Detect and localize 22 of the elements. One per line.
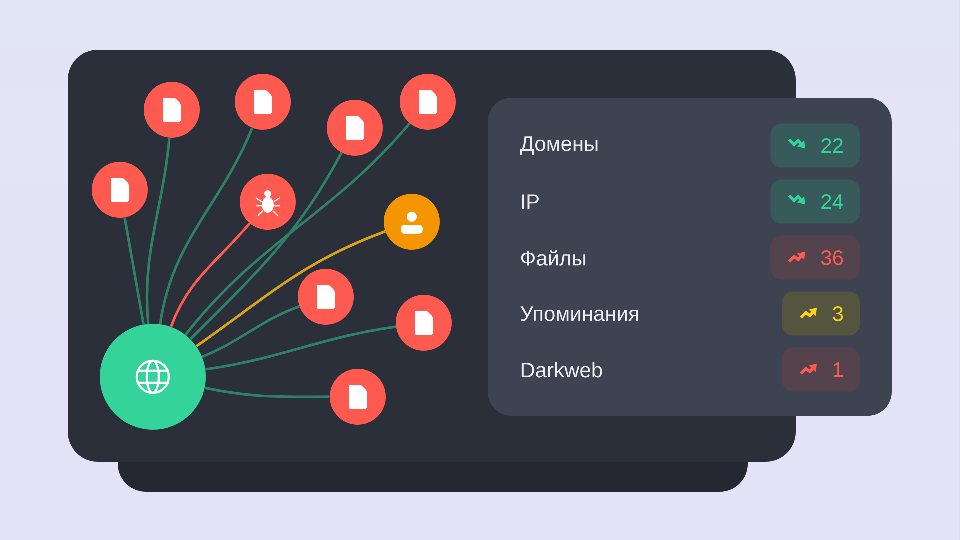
row-label: Файлы: [521, 250, 586, 266]
row-label: Упоминания: [520, 306, 638, 322]
connector-line: [205, 326, 396, 371]
connector-line: [146, 138, 171, 324]
row-label: Darkweb: [522, 362, 602, 378]
bug-node: [240, 174, 296, 230]
connector-line: [196, 230, 386, 348]
trend-badge: 24: [770, 180, 860, 224]
row-label: Домены: [520, 136, 598, 156]
connector-line: [204, 386, 330, 398]
trend-badge: 1: [782, 348, 860, 392]
trend-badge: 36: [770, 236, 860, 280]
connector-line: [159, 128, 254, 325]
globe-node: [100, 324, 206, 430]
trend-badge: 22: [770, 124, 860, 168]
connector-line: [170, 222, 251, 328]
connector-line: [202, 305, 300, 358]
connector-line: [124, 218, 146, 325]
connector-line: [184, 122, 411, 336]
row-label: IP: [522, 194, 539, 210]
connector-line: [190, 152, 343, 340]
trend-badge: 3: [782, 292, 860, 336]
